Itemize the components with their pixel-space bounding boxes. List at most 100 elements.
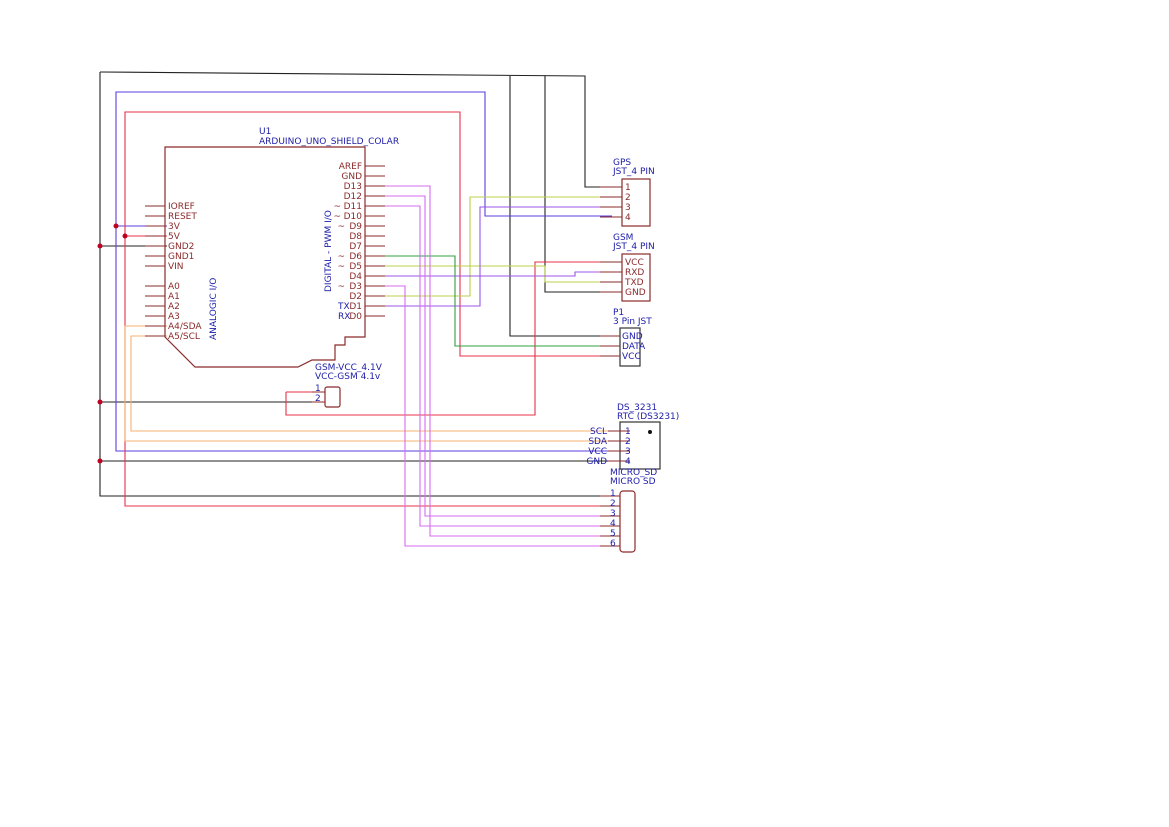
micro-sd-body xyxy=(619,490,636,553)
wire-sda[interactable] xyxy=(124,325,612,442)
gps-pin-label: 4 xyxy=(625,213,631,223)
arduino-pin-label: D2 xyxy=(349,292,362,302)
p1-body xyxy=(619,327,641,367)
wire-d7-data[interactable] xyxy=(385,255,612,347)
digital-io-label: DIGITAL - PWM I/O xyxy=(324,210,334,292)
micro-sd-ref: MICRO_SD xyxy=(610,468,657,478)
arduino-pin-label: D7 xyxy=(349,242,362,252)
wire-gsm-gnd[interactable] xyxy=(544,76,612,293)
wire-d12-sd[interactable] xyxy=(385,195,612,517)
junction-dot xyxy=(122,233,128,239)
p1-pin-label: GND xyxy=(622,332,643,342)
rtc-net-label: GND xyxy=(586,457,607,467)
p1-ref: P1 xyxy=(613,308,624,318)
arduino-pin-label: GND1 xyxy=(168,252,194,262)
arduino-pin-label: D11 xyxy=(344,202,362,212)
gsm-vcc-pins: 12 xyxy=(312,384,325,404)
arduino-pin-label: D5 xyxy=(349,262,362,272)
gsm-value: JST_4 PIN xyxy=(612,242,655,252)
arduino-pin-mark: RX xyxy=(338,312,350,322)
wire-gsm-vcc[interactable] xyxy=(285,261,612,416)
wire-d11-sd[interactable] xyxy=(385,205,612,527)
gsm-vcc-ref: GSM-VCC_4.1V xyxy=(315,363,383,373)
gsm-vcc-pin-label: 2 xyxy=(315,394,321,404)
gsm-vcc-value: VCC-GSM 4.1v xyxy=(315,372,381,382)
wire-3v-bus[interactable] xyxy=(115,91,612,226)
micro-sd-pin-label: 3 xyxy=(610,509,616,519)
arduino-body xyxy=(164,146,366,368)
junction-dot xyxy=(97,243,103,249)
arduino-pin-label: D10 xyxy=(344,212,363,222)
gsm-vcc-jumper[interactable]: GSM-VCC_4.1V VCC-GSM 4.1v 12 xyxy=(312,363,383,408)
arduino-pin-label: 3V xyxy=(168,222,181,232)
micro-sd-pin-label: 1 xyxy=(610,489,616,499)
gps-pin-label: 1 xyxy=(625,183,631,193)
wire-d4-sd[interactable] xyxy=(385,285,612,547)
arduino-pin-label: D13 xyxy=(344,182,362,192)
arduino-pin-label: GND2 xyxy=(168,242,194,252)
gps-pin-label: 3 xyxy=(625,203,631,213)
arduino-pin-label: D12 xyxy=(344,192,362,202)
arduino-pin-label: GND xyxy=(341,172,362,182)
wire-gnd-top[interactable] xyxy=(99,71,612,188)
gsm-ref: GSM xyxy=(613,233,633,243)
wire-d13-sd[interactable] xyxy=(385,185,612,537)
p1-pin-label: VCC xyxy=(622,352,641,362)
wire-d2-gps[interactable] xyxy=(385,206,612,307)
arduino-u1[interactable]: U1 ARDUINO_UNO_SHIELD_COLAR ANALOGIC I/O… xyxy=(145,127,399,368)
wire-d6-gsm[interactable] xyxy=(385,265,612,283)
arduino-left-pins: IOREFRESET3V5VGND2GND1VINA0A1A2A3A4/SDAA… xyxy=(145,202,202,342)
gps-pin-label: 2 xyxy=(625,193,631,203)
micro-sd-pin-label: 2 xyxy=(610,499,616,509)
micro-sd-pin-label: 6 xyxy=(610,539,616,549)
wire-gnd-left-bus[interactable] xyxy=(99,72,612,497)
gps-value: JST_4 PIN xyxy=(612,167,655,177)
wire-d3-gps[interactable] xyxy=(385,196,612,297)
arduino-pin-label: D8 xyxy=(349,232,362,242)
arduino-pin-label: D3 xyxy=(349,282,362,292)
wires xyxy=(97,71,612,547)
arduino-pin-label: D4 xyxy=(349,272,362,282)
arduino-pin-mark: ~ xyxy=(337,262,345,272)
gps-ref: GPS xyxy=(613,158,631,168)
arduino-value: ARDUINO_UNO_SHIELD_COLAR xyxy=(259,137,399,147)
arduino-pin-label: D1 xyxy=(349,302,362,312)
wire-scl[interactable] xyxy=(130,335,612,432)
rtc-pin-number: 3 xyxy=(625,447,631,457)
arduino-pin-label: AREF xyxy=(339,162,362,172)
rtc-pin1-marker xyxy=(648,430,652,434)
rtc-pin-number: 1 xyxy=(625,427,631,437)
gsm-pin-label: TXD xyxy=(624,278,644,288)
rtc-pin-number: 4 xyxy=(625,457,631,467)
gsm-vcc-pin-label: 1 xyxy=(315,384,321,394)
arduino-pin-label: A5/SCL xyxy=(168,332,200,342)
wire-5v-bus[interactable] xyxy=(124,111,612,357)
arduino-pin-mark: ~ xyxy=(333,212,341,222)
analog-io-label: ANALOGIC I/O xyxy=(209,278,219,340)
arduino-ref: U1 xyxy=(259,127,271,137)
wire-rtc-vcc[interactable] xyxy=(115,226,612,452)
junction-dot xyxy=(97,458,103,464)
wire-d5-gsm[interactable] xyxy=(385,271,612,277)
junction-dot xyxy=(97,399,103,405)
arduino-pin-label: A0 xyxy=(168,282,180,292)
micro-sd-pin-label: 4 xyxy=(610,519,616,529)
arduino-pin-label: VIN xyxy=(168,262,184,272)
arduino-pin-label: A4/SDA xyxy=(168,322,202,332)
rtc-net-label: SCL xyxy=(590,427,607,437)
arduino-pin-mark: ~ xyxy=(337,282,345,292)
arduino-pin-mark: ~ xyxy=(337,222,345,232)
arduino-pin-label: D6 xyxy=(349,252,362,262)
wire-p1-gnd[interactable] xyxy=(509,76,612,337)
arduino-pin-label: RESET xyxy=(168,212,197,222)
